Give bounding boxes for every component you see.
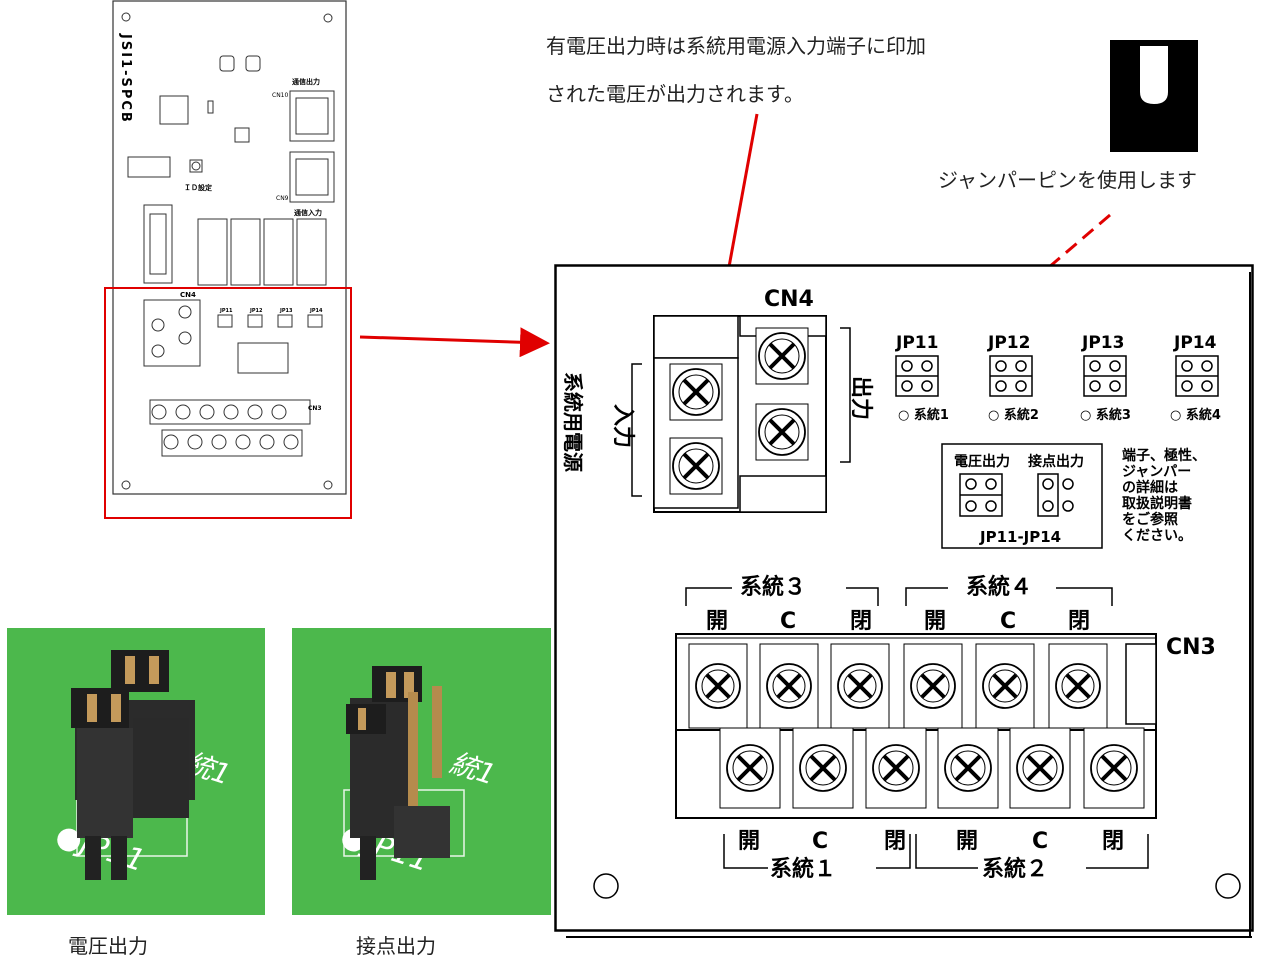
svg-text:通信入力: 通信入力 xyxy=(294,208,322,217)
svg-text:の詳細は: の詳細は xyxy=(1122,479,1178,496)
svg-text:通信出力: 通信出力 xyxy=(292,77,320,86)
svg-text:ＩＤ設定: ＩＤ設定 xyxy=(184,183,212,192)
svg-text:JP11: JP11 xyxy=(219,308,233,314)
svg-text:系統２: 系統２ xyxy=(982,856,1048,882)
svg-text:CN9: CN9 xyxy=(276,195,289,202)
svg-text:をご参照: をご参照 xyxy=(1122,511,1178,528)
svg-text:系統１: 系統１ xyxy=(770,856,836,882)
svg-text:○ 系統1: ○ 系統1 xyxy=(898,407,949,423)
svg-text:閉: 閉 xyxy=(1068,609,1090,634)
svg-text:接点出力: 接点出力 xyxy=(1028,453,1084,470)
svg-text:CN4: CN4 xyxy=(764,287,814,312)
svg-text:ジャンパー: ジャンパー xyxy=(1122,464,1191,480)
svg-text:○ 系統3: ○ 系統3 xyxy=(1080,407,1131,423)
svg-text:取扱説明書: 取扱説明書 xyxy=(1122,495,1192,512)
svg-text:CN3: CN3 xyxy=(308,405,322,412)
jumper-contact-render: ●JP11 統1 xyxy=(336,666,500,880)
input-label: 入力 xyxy=(610,404,635,448)
svg-text:JP12: JP12 xyxy=(987,333,1030,353)
svg-text:JP13: JP13 xyxy=(279,308,293,314)
svg-text:C: C xyxy=(1032,829,1048,854)
svg-text:開: 開 xyxy=(956,829,978,854)
svg-text:CN3: CN3 xyxy=(1166,635,1216,660)
svg-text:系統３: 系統３ xyxy=(740,574,806,600)
cn3-screws-top xyxy=(688,643,1108,729)
photo-contact-output: ●JP11 統1 xyxy=(292,628,551,915)
pcb-overview-drawing: JSI1-SPCB ＩＤ設定 通信出力 CN10 CN9 通信入力 CN4 JP… xyxy=(112,0,347,495)
svg-text:開: 開 xyxy=(924,609,946,634)
highlight-frame xyxy=(104,287,352,519)
svg-text:JP13: JP13 xyxy=(1081,333,1124,353)
jumper-caption: ジャンパーピンを使用します xyxy=(938,168,1197,192)
photo-voltage-caption: 電圧出力 xyxy=(68,934,148,958)
arrow-jumper-to-jp11 xyxy=(947,213,1111,354)
svg-text:JP11: JP11 xyxy=(895,333,938,353)
svg-text:C: C xyxy=(780,609,796,634)
svg-text:統1: 統1 xyxy=(446,746,500,792)
svg-text:系統４: 系統４ xyxy=(966,574,1032,600)
svg-text:CN10: CN10 xyxy=(272,92,288,99)
detail-board-drawing: CN4 入力 出力 系統用電源 JP11 JP12 JP13 JP14 ○ 系統… xyxy=(554,264,1254,938)
svg-text:C: C xyxy=(1000,609,1016,634)
svg-text:開: 開 xyxy=(706,609,728,634)
pcb-overview: JSI1-SPCB ＩＤ設定 通信出力 CN10 CN9 通信入力 CN4 JP… xyxy=(112,0,348,496)
svg-text:CN4: CN4 xyxy=(180,291,196,299)
pcb-model-label: JSI1-SPCB xyxy=(118,33,133,124)
svg-text:JP14: JP14 xyxy=(1173,333,1217,353)
detail-board: CN4 入力 出力 系統用電源 JP11 JP12 JP13 JP14 ○ 系統… xyxy=(554,264,1254,939)
svg-text:閉: 閉 xyxy=(850,609,872,634)
svg-text:○ 系統4: ○ 系統4 xyxy=(1170,407,1221,423)
svg-text:JP12: JP12 xyxy=(249,308,263,314)
svg-text:○ 系統2: ○ 系統2 xyxy=(988,407,1039,423)
voltage-output-note-line1: 有電圧出力時は系統用電源入力端子に印加 xyxy=(546,34,926,58)
output-label: 出力 xyxy=(848,376,873,420)
arrow-zoom xyxy=(359,327,550,358)
svg-text:閉: 閉 xyxy=(1102,829,1124,854)
svg-text:電圧出力: 電圧出力 xyxy=(954,453,1010,470)
svg-text:開: 開 xyxy=(738,829,760,854)
cn3-screws-bottom xyxy=(719,727,1145,809)
cn4-screws xyxy=(669,327,809,495)
photo-voltage-output: ●JP11 統1 xyxy=(7,628,265,915)
svg-text:JP11-JP14: JP11-JP14 xyxy=(979,528,1061,546)
svg-text:閉: 閉 xyxy=(884,829,906,854)
svg-text:ください。: ください。 xyxy=(1122,528,1192,544)
system-power-label: 系統用電源 xyxy=(561,372,585,472)
photo-contact-caption: 接点出力 xyxy=(356,934,436,958)
svg-text:JP14: JP14 xyxy=(309,308,323,314)
voltage-output-note-line2: された電圧が出力されます。 xyxy=(546,82,804,106)
jumper-headers: JP11 JP12 JP13 JP14 xyxy=(895,333,1217,353)
jumper-voltage-render: ●JP11 統1 xyxy=(51,650,235,880)
svg-text:端子、極性、: 端子、極性、 xyxy=(1122,447,1206,464)
jumper-pin-icon xyxy=(1110,40,1198,152)
svg-text:C: C xyxy=(812,829,828,854)
